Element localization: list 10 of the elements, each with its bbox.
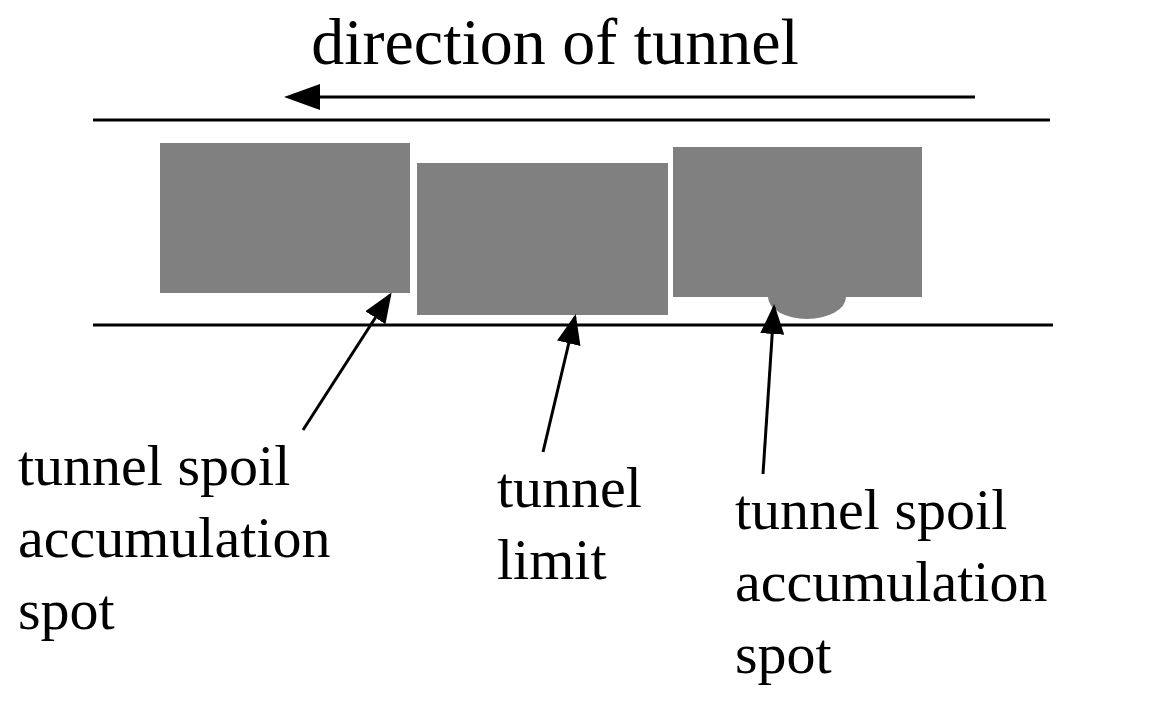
callout-text: tunnel spoil accumulation spot — [18, 433, 331, 642]
leader-line — [760, 304, 785, 475]
spoil-mound — [768, 297, 846, 319]
callout-text: tunnel limit — [497, 455, 642, 592]
diagram-title: direction of tunnel — [310, 4, 800, 80]
leader-line — [541, 314, 581, 453]
tunnel-segment-block — [160, 143, 410, 293]
leader-line — [301, 292, 392, 431]
tunnel-segment-block — [417, 163, 668, 315]
callout-text: tunnel spoil accumulation spot — [735, 477, 1048, 686]
